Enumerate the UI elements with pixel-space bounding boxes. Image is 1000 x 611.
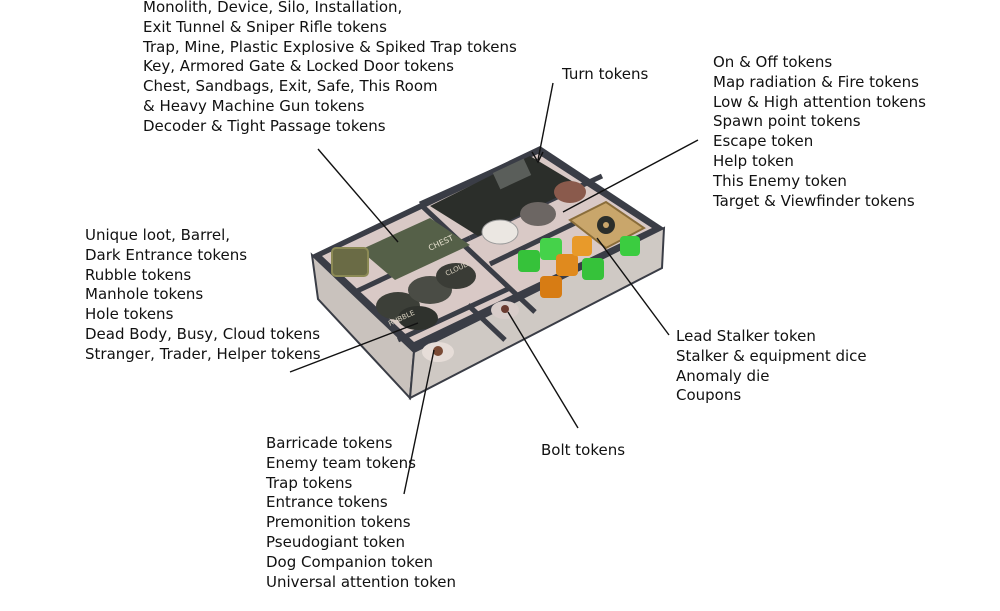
leader-top-right	[562, 139, 699, 213]
turn-token-card	[492, 158, 532, 190]
leader-top-left	[317, 148, 399, 243]
callout-line: Map radiation & Fire tokens	[713, 72, 919, 91]
round-token	[436, 263, 476, 289]
leader-bottom	[403, 349, 435, 495]
callout-line: Enemy team tokens	[266, 453, 416, 472]
dice-group	[518, 236, 640, 298]
callout-left: Unique loot, Barrel,Dark Entrance tokens…	[85, 226, 321, 365]
callout-line: Decoder & Tight Passage tokens	[143, 116, 386, 135]
orange-die	[540, 276, 562, 298]
leader-turn-arrow	[531, 151, 544, 164]
callout-line: Rubble tokens	[85, 265, 192, 284]
turn-token-stack	[430, 156, 580, 236]
leader-left	[289, 322, 419, 373]
green-die	[540, 238, 562, 260]
callout-line: Stalker & equipment dice	[676, 346, 867, 365]
green-die	[582, 258, 604, 280]
round-token	[398, 306, 438, 330]
callout-turn-tokens: Turn tokens	[562, 65, 648, 85]
callout-line: Barricade tokens	[266, 434, 393, 452]
fire-token	[554, 181, 586, 203]
callout-line: Lead Stalker token	[676, 327, 816, 345]
callout-line: Dead Body, Busy, Cloud tokens	[85, 324, 321, 343]
callout-line: Stranger, Trader, Helper tokens	[85, 344, 321, 363]
leader-turn	[537, 82, 554, 161]
callout-line: Help token	[713, 151, 794, 170]
callout-line: Exit Tunnel & Sniper Rifle tokens	[143, 17, 387, 36]
callout-line: On & Off tokens	[713, 53, 833, 71]
callout-line: This Enemy token	[713, 171, 847, 190]
callout-bolt-tokens: Bolt tokens	[541, 441, 625, 461]
round-token-group	[376, 263, 476, 330]
on-off-token	[520, 202, 556, 226]
callout-line: Dog Companion token	[266, 552, 434, 571]
radiation-icon-center	[603, 222, 609, 228]
callout-line: Trap, Mine, Plastic Explosive & Spiked T…	[143, 37, 517, 56]
callout-line: Hole tokens	[85, 305, 174, 324]
divider-back	[418, 147, 542, 207]
callout-line: & Heavy Machine Gun tokens	[143, 96, 365, 115]
leader-right	[596, 237, 670, 336]
callout-line: Universal attention token	[266, 572, 457, 591]
callout-top-left: Monolith, Device, Silo, Installation,Exi…	[143, 0, 517, 137]
leader-bolt	[507, 311, 579, 429]
callout-line: Spawn point tokens	[713, 112, 861, 131]
barricade-token-mark	[433, 346, 443, 356]
callout-line: Chest, Sandbags, Exit, Safe, This Room	[143, 77, 438, 96]
callout-line: Anomaly die	[676, 366, 770, 385]
callout-line: Escape token	[713, 132, 814, 151]
orange-die	[556, 254, 578, 276]
callout-line: Trap tokens	[266, 473, 353, 492]
armored-gate-token	[331, 247, 369, 277]
callout-line: Unique loot, Barrel,	[85, 226, 231, 244]
divider-long	[418, 202, 537, 314]
callout-line: Entrance tokens	[266, 493, 388, 512]
callout-line: Manhole tokens	[85, 285, 204, 304]
divider-small	[466, 303, 507, 342]
callout-line: Bolt tokens	[541, 441, 626, 459]
green-die	[518, 250, 540, 272]
callout-line: Coupons	[676, 386, 742, 405]
green-die	[620, 236, 640, 256]
orange-die	[572, 236, 592, 256]
callout-line: Premonition tokens	[266, 513, 411, 532]
callout-line: Monolith, Device, Silo, Installation,	[143, 0, 403, 16]
callout-line: Low & High attention tokens	[713, 92, 926, 111]
callout-line: Key, Armored Gate & Locked Door tokens	[143, 57, 454, 76]
callout-line: Turn tokens	[562, 65, 649, 83]
callout-line: Pseudogiant token	[266, 532, 406, 551]
callout-line: Target & Viewfinder tokens	[713, 191, 915, 210]
camo-token-stack	[360, 218, 470, 280]
divider-front	[396, 285, 512, 343]
callout-line: Dark Entrance tokens	[85, 245, 248, 264]
bolt-token-mark	[501, 305, 509, 313]
spawn-token	[481, 219, 519, 245]
